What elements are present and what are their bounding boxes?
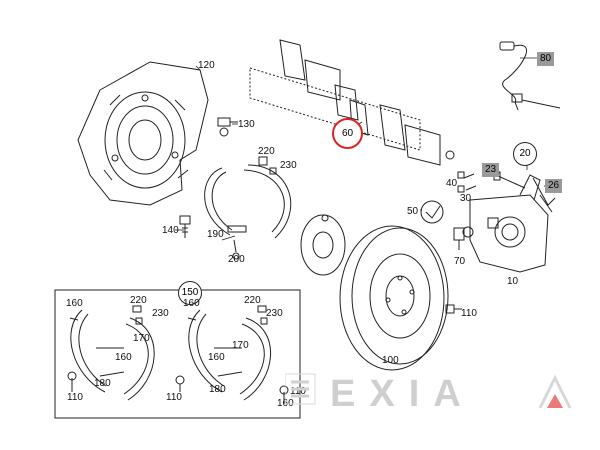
label-40: 40 — [446, 178, 458, 189]
caliper-drawing — [462, 174, 549, 273]
leader-lines — [175, 57, 548, 301]
label-70: 70 — [454, 256, 466, 267]
kit-label-180: 180 — [94, 378, 111, 389]
kit-label-160: 160 — [183, 298, 200, 309]
label-230: 230 — [280, 160, 297, 171]
bolts-30-40-drawing — [457, 171, 477, 193]
label-23: 23 — [482, 163, 500, 177]
label-200: 200 — [228, 254, 245, 265]
kit-label-110: 110 — [290, 386, 306, 397]
guide-pins-drawing — [493, 171, 556, 213]
bolt-140-drawing — [179, 215, 191, 238]
label-100: 100 — [382, 355, 399, 366]
label-220: 220 — [258, 146, 275, 157]
label-110: 110 — [461, 308, 477, 319]
watermark-logo — [285, 373, 572, 409]
brake-disc-drawing — [339, 225, 449, 371]
brake-pads-drawing — [249, 39, 455, 166]
label-130: 130 — [238, 119, 255, 130]
label-150: 150 — [178, 281, 202, 305]
bolt-130-drawing — [217, 117, 238, 137]
label-26: 26 — [545, 179, 563, 193]
label-10: 10 — [507, 276, 519, 287]
kit-box-drawing — [54, 289, 301, 419]
label-190: 190 — [207, 229, 224, 240]
bolt-110-drawing — [445, 304, 462, 314]
label-20: 20 — [513, 142, 537, 166]
kit-label-110: 110 — [67, 392, 83, 403]
kit-label-220: 220 — [130, 295, 147, 306]
kit-label-160: 160 — [66, 298, 83, 309]
hub-drawing — [300, 214, 346, 276]
kit-label-170: 170 — [133, 333, 150, 344]
label-80: 80 — [537, 52, 555, 66]
kit-label-180: 180 — [209, 384, 226, 395]
spring-clip-drawing — [420, 200, 444, 224]
backing-plate-drawing — [77, 61, 209, 206]
watermark-text: EXIA — [330, 373, 475, 415]
label-50: 50 — [407, 206, 419, 217]
kit-label-110: 110 — [166, 392, 182, 403]
kit-label-230: 230 — [266, 308, 283, 319]
kit-label-220: 220 — [244, 295, 261, 306]
label-60-highlighted: 60 — [332, 118, 363, 149]
kit-label-230: 230 — [152, 308, 169, 319]
bolt-70-drawing — [453, 227, 465, 250]
parking-brake-shoes-drawing — [204, 156, 292, 260]
label-120: 120 — [198, 60, 215, 71]
label-140: 140 — [162, 225, 179, 236]
label-30: 30 — [460, 193, 472, 204]
wear-sensor-drawing — [499, 41, 561, 111]
kit-label-160: 160 — [208, 352, 225, 363]
kit-label-170: 170 — [232, 340, 249, 351]
kit-label-160: 160 — [115, 352, 132, 363]
